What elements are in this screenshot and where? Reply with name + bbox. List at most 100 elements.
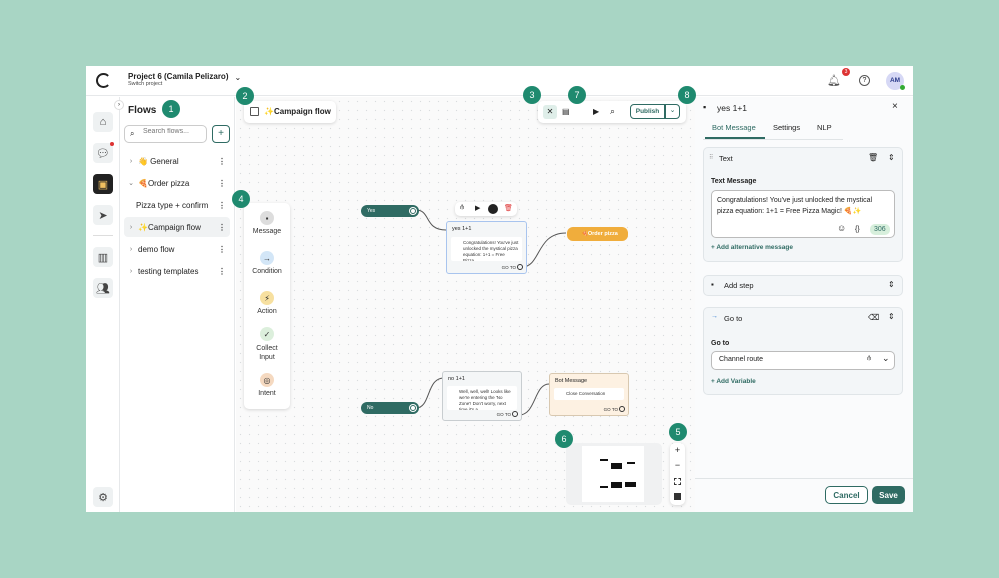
message-icon: ▪ (703, 102, 707, 112)
project-header: Project 6 (Camila Pelizaro) Switch proje… (128, 72, 241, 87)
sort-icon[interactable]: ⇕ (888, 312, 895, 321)
tool-action[interactable]: ⚡︎Action (242, 291, 292, 315)
tool-intent[interactable]: ◎Intent (242, 373, 292, 397)
yes-trigger[interactable]: Yes (361, 205, 419, 217)
add-flow-button[interactable]: + (212, 125, 230, 143)
cancel-button[interactable]: Cancel (825, 486, 868, 504)
add-step-section[interactable]: ▪ Add step ⇕ (703, 275, 903, 296)
message-icon: ▪ (260, 211, 274, 225)
tools-icon[interactable]: ✕ (543, 105, 557, 119)
tool-label: Intent (258, 390, 276, 397)
publish-button[interactable]: Publish (630, 104, 665, 119)
add-variable-link[interactable]: + Add Variable (711, 378, 756, 385)
tab-settings[interactable]: Settings (773, 123, 801, 132)
circle-icon[interactable] (488, 204, 498, 214)
minimap[interactable] (566, 443, 662, 505)
goto-label[interactable]: GO TO (603, 407, 618, 412)
goto-select[interactable]: Channel route ⫛ ⌄ (711, 351, 895, 370)
goto-label[interactable]: GO TO (501, 265, 516, 270)
more-icon[interactable]: ⋮ (218, 266, 226, 276)
chevron-down-icon[interactable]: ⌄ (234, 73, 242, 82)
search-icon[interactable]: ⌕ (610, 106, 616, 116)
help-icon[interactable]: ? (859, 75, 870, 86)
goto-label[interactable]: GO TO (496, 412, 511, 417)
tab-nlp[interactable]: NLP (817, 123, 832, 132)
search-input[interactable] (143, 128, 203, 135)
node-bot-message[interactable]: Bot Message Close Conversation GO TO (549, 373, 629, 416)
goto-value: Channel route (719, 356, 763, 363)
emoji-icon[interactable]: ☺ (837, 223, 847, 233)
zoom-out-button[interactable]: − (674, 460, 681, 470)
char-count: 306 (870, 224, 890, 235)
tree-icon[interactable]: ⫛ (460, 204, 465, 211)
project-switcher[interactable]: Project 6 (Camila Pelizaro) Switch proje… (128, 72, 228, 87)
order-pizza-node[interactable]: 🍕Order pizza (567, 227, 628, 241)
flow-item-pizza-type[interactable]: Pizza type + confirm⋮ (124, 195, 230, 215)
add-alternative-message-link[interactable]: + Add alternative message (711, 244, 793, 251)
zoom-in-button[interactable]: + (674, 445, 681, 455)
drag-handle-icon[interactable]: ⠿ (709, 155, 714, 161)
fit-view-icon[interactable] (674, 478, 681, 485)
tool-collect-input[interactable]: ✓Collect Input (242, 327, 292, 362)
no-trigger[interactable]: No (361, 402, 419, 414)
more-icon[interactable]: ⋮ (218, 200, 226, 210)
send-icon[interactable]: ➤ (93, 205, 113, 225)
home-icon[interactable]: ⌂ (93, 112, 113, 132)
more-icon[interactable]: ⋮ (218, 222, 226, 232)
clear-icon[interactable]: ⌫ (868, 313, 880, 322)
flow-item-order-pizza[interactable]: ⌄🍕Order pizza⋮ (124, 173, 230, 193)
users-icon[interactable]: 👥︎ (93, 278, 113, 298)
play-icon[interactable]: ▶ (475, 205, 481, 212)
layout-icon[interactable] (674, 493, 681, 500)
minimap-view (582, 446, 644, 502)
node-no[interactable]: no 1+1 Well, well, well! Looks like we'r… (442, 371, 522, 421)
analytics-icon[interactable]: ▥ (93, 247, 113, 267)
search-box[interactable]: ⌕ (124, 125, 207, 143)
play-button[interactable]: ▶ (593, 107, 600, 116)
more-icon[interactable]: ⋮ (218, 156, 226, 166)
chevron-down-icon: ⌄ (128, 180, 134, 187)
settings-icon[interactable]: ⚙ (93, 487, 113, 507)
tab-bot-message[interactable]: Bot Message (712, 123, 756, 132)
chat-icon[interactable]: 💬︎ (93, 143, 113, 163)
bell-icon[interactable]: 🔔︎ (827, 75, 841, 87)
delete-icon[interactable]: 🗑︎ (504, 205, 513, 212)
publish-dropdown[interactable]: ⌄ (665, 104, 680, 119)
canvas-toolbar: ✕ ▤ ▶ ⌕ Publish ⌄ (538, 101, 686, 123)
avatar[interactable]: AM (886, 72, 904, 90)
comment-icon[interactable]: ▤ (562, 107, 570, 116)
edges (415, 209, 567, 416)
variable-icon[interactable]: {} (855, 226, 860, 233)
flow-item-demo[interactable]: ›demo flow⋮ (124, 239, 230, 259)
bot-icon[interactable]: ▣ (93, 174, 113, 194)
collapse-icon[interactable]: ⇕ (888, 153, 895, 162)
expand-icon[interactable]: ⇕ (888, 280, 895, 289)
flows-panel: Flows ⌕ + ›👋 General⋮ ⌄🍕Order pizza⋮ Piz… (120, 97, 235, 512)
tool-message[interactable]: ▪Message (242, 211, 292, 235)
message-icon: ▪ (711, 280, 714, 289)
more-icon[interactable]: ⋮ (218, 244, 226, 254)
trash-icon[interactable]: 🗑︎ (868, 153, 879, 162)
connector-dot[interactable] (619, 406, 625, 412)
node-yes[interactable]: yes 1+1 Congratulations! You've just unl… (446, 221, 527, 274)
close-icon[interactable]: × (892, 101, 898, 112)
tool-condition[interactable]: →Condition (242, 251, 292, 275)
sidebar-toggle-icon[interactable] (250, 107, 259, 116)
more-icon[interactable]: ⋮ (218, 178, 226, 188)
flow-item-testing[interactable]: ›testing templates⋮ (124, 261, 230, 281)
flow-canvas[interactable]: ✨Campaign flow ✕ ▤ ▶ ⌕ Publish ⌄ ▪Messag… (236, 97, 695, 512)
text-message-input[interactable]: Congratulations! You've just unlocked th… (711, 190, 895, 238)
step-badge-7: 7 (568, 86, 586, 104)
flow-item-campaign[interactable]: ›✨Campaign flow⋮ (124, 217, 230, 237)
connector-dot[interactable] (410, 405, 416, 411)
flow-item-general[interactable]: ›👋 General⋮ (124, 151, 230, 171)
connector-dot[interactable] (410, 208, 416, 214)
connector-dot[interactable] (517, 264, 523, 270)
top-bar: Project 6 (Camila Pelizaro) Switch proje… (86, 66, 913, 96)
step-badge-5: 5 (669, 423, 687, 441)
save-button[interactable]: Save (872, 486, 905, 504)
connector-dot[interactable] (512, 411, 518, 417)
logo-icon (96, 73, 111, 88)
panel-title: yes 1+1 (717, 103, 748, 113)
collapse-toggle[interactable]: › (114, 100, 124, 110)
